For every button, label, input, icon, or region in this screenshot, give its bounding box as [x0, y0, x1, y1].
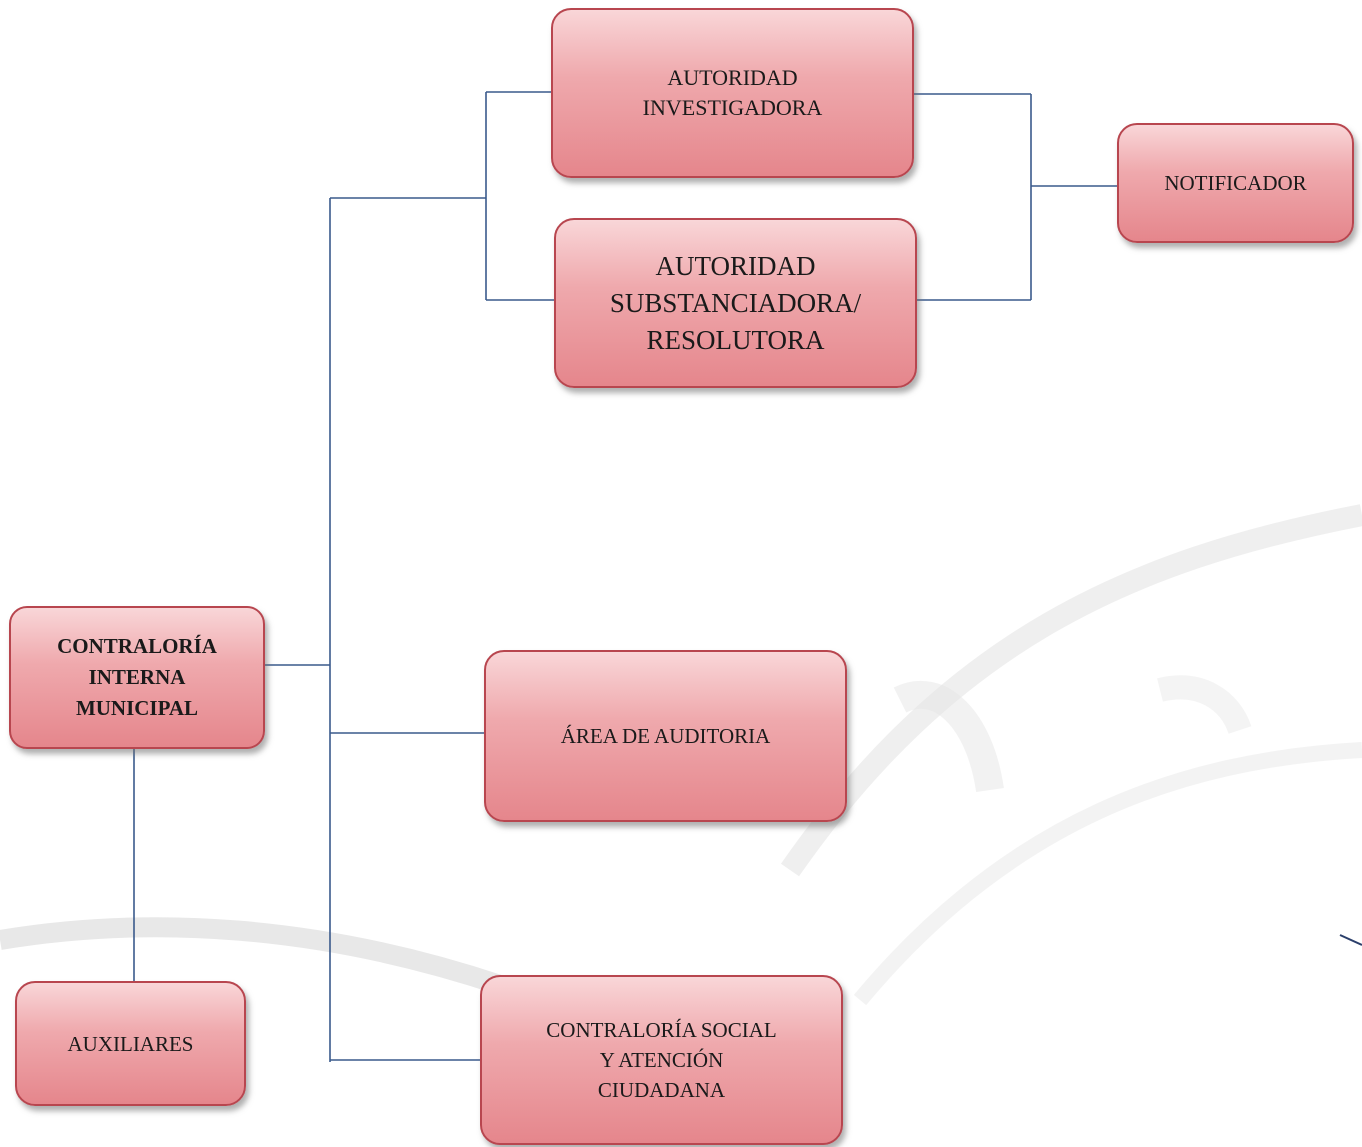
node-auxiliares: AUXILIARES — [15, 981, 246, 1106]
node-notificador: NOTIFICADOR — [1117, 123, 1354, 243]
node-autoridad-investigadora: AUTORIDAD INVESTIGADORA — [551, 8, 914, 178]
node-autoridad-investigadora-label: AUTORIDAD INVESTIGADORA — [642, 65, 823, 120]
node-auxiliares-label: AUXILIARES — [67, 1031, 194, 1056]
node-autoridad-substanciadora-label: AUTORIDAD SUBSTANCIADORA/ RESOLUTORA — [609, 250, 862, 355]
node-contraloria-interna-label: CONTRALORÍA INTERNA MUNICIPAL — [57, 634, 217, 720]
node-autoridad-substanciadora: AUTORIDAD SUBSTANCIADORA/ RESOLUTORA — [554, 218, 917, 388]
node-contraloria-interna-municipal: CONTRALORÍA INTERNA MUNICIPAL — [9, 606, 265, 749]
node-area-de-auditoria: ÁREA DE AUDITORIA — [484, 650, 847, 822]
node-notificador-label: NOTIFICADOR — [1164, 171, 1307, 195]
node-contraloria-social-label: CONTRALORÍA SOCIAL Y ATENCIÓN CIUDADANA — [546, 1018, 777, 1102]
node-contraloria-social: CONTRALORÍA SOCIAL Y ATENCIÓN CIUDADANA — [480, 975, 843, 1145]
node-area-de-auditoria-label: ÁREA DE AUDITORIA — [560, 724, 771, 748]
